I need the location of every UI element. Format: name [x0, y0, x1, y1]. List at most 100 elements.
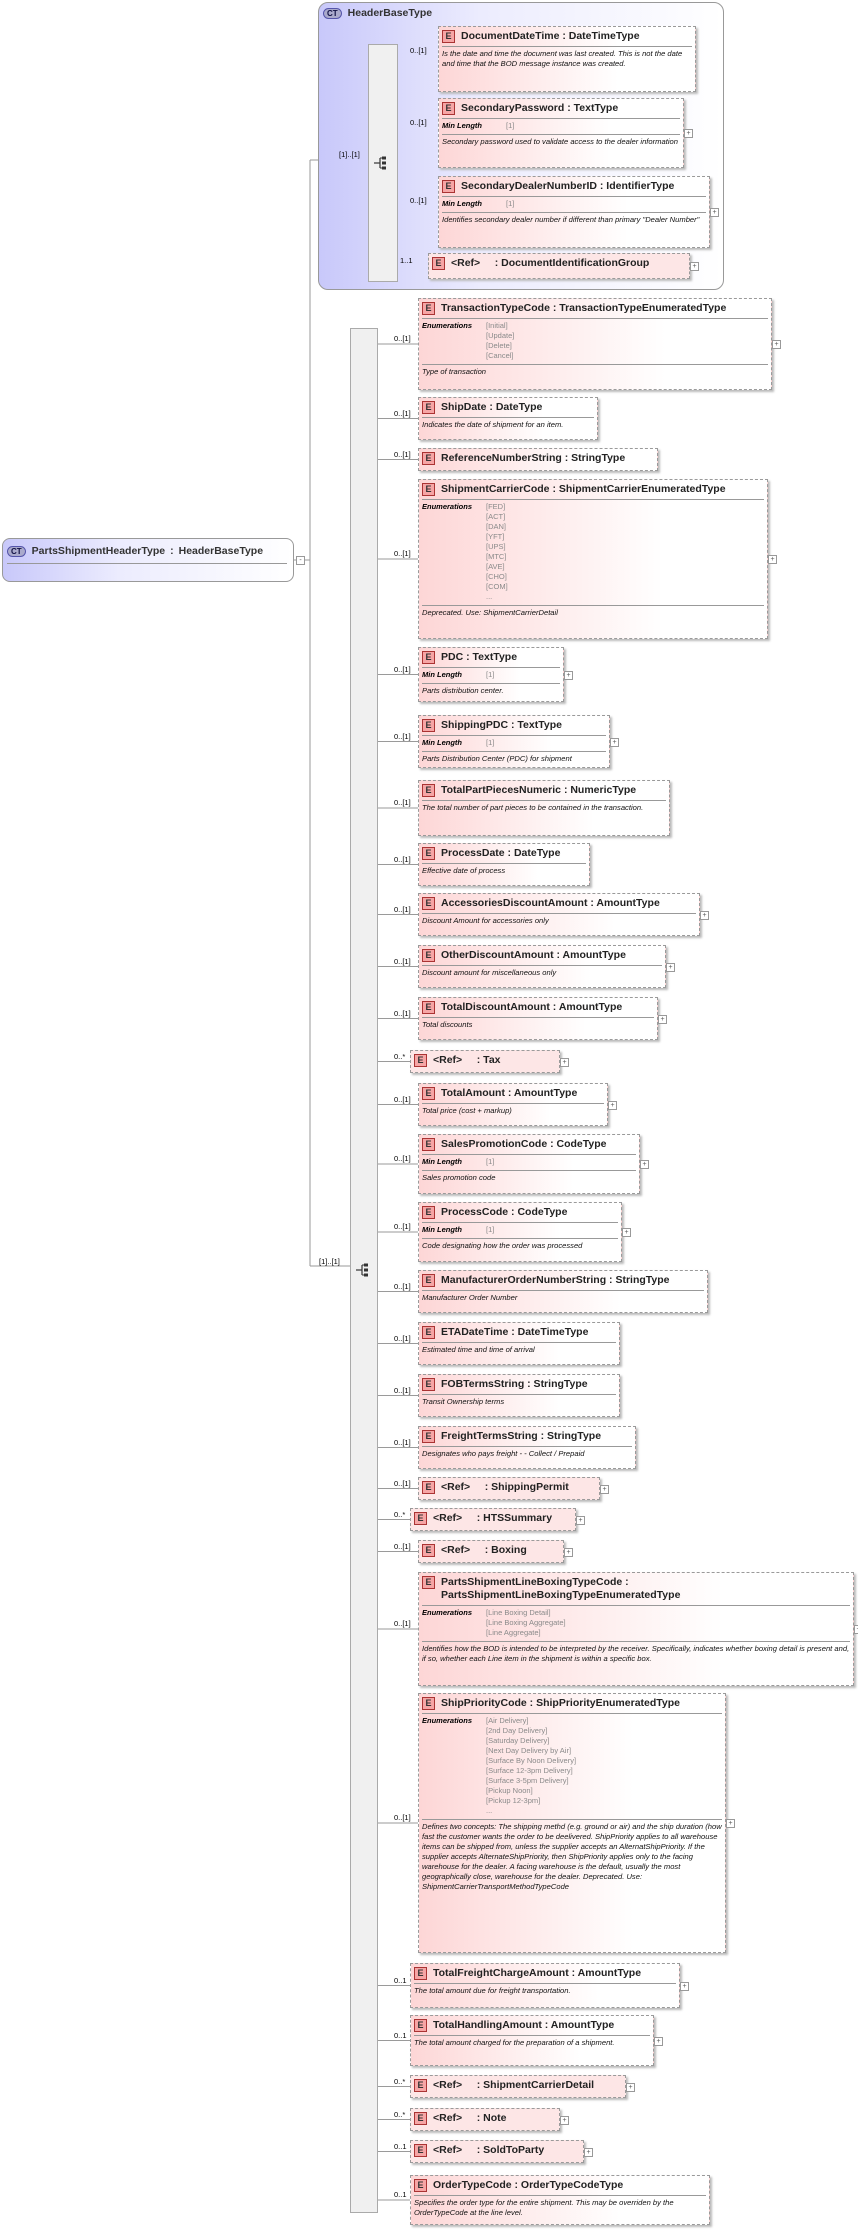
expand-icon[interactable]: + — [610, 737, 619, 747]
ref-element[interactable]: E<Ref> : HTSSummary+ — [410, 1508, 585, 1531]
expand-icon[interactable]: + — [564, 670, 573, 680]
expand-icon[interactable]: + — [608, 1100, 617, 1110]
element-documentation: Specifies the order type for the entire … — [414, 2198, 674, 2217]
element-icon: E — [422, 1576, 435, 1589]
element-documentation: The total amount due for freight transpo… — [414, 1986, 571, 1995]
element-documentation: Code designating how the order was proce… — [422, 1241, 583, 1250]
expand-icon[interactable]: + — [576, 1515, 585, 1525]
divider — [422, 417, 594, 418]
divider — [422, 1342, 616, 1343]
ref-element[interactable]: E<Ref> : ShipmentCarrierDetail + — [410, 2075, 635, 2098]
element-icon: E — [432, 257, 445, 270]
ref-element[interactable]: E<Ref> : SoldToParty+ — [410, 2140, 593, 2163]
expand-icon[interactable]: + — [666, 962, 675, 972]
element-name: FOBTermsString : StringType — [441, 1378, 588, 1390]
expand-icon[interactable]: - — [296, 556, 305, 565]
expand-icon[interactable]: + — [768, 555, 777, 564]
divider — [442, 46, 692, 47]
element-icon: E — [422, 897, 435, 910]
expand-icon[interactable]: + — [564, 1547, 573, 1557]
facet-values: [1] — [506, 121, 514, 131]
expand-icon[interactable]: + — [622, 1228, 631, 1237]
expand-icon[interactable]: + — [772, 340, 781, 349]
ref-element[interactable]: E<Ref> : ShippingPermit+ — [418, 1477, 609, 1500]
element-icon: E — [422, 1206, 435, 1219]
element-name: ETADateTime : DateTimeType — [441, 1326, 589, 1338]
ref-element[interactable]: E<Ref> : Tax+ — [410, 1050, 569, 1073]
divider — [422, 667, 560, 668]
expand-icon[interactable]: + — [640, 1160, 649, 1169]
facet-value: [Surface 12-3pm Delivery] — [486, 1766, 573, 1775]
cardinality-label: 0..[1] — [394, 1813, 411, 1822]
divider — [422, 1446, 632, 1447]
facet-label: Min Length — [442, 199, 482, 208]
expand-icon[interactable]: + — [584, 2147, 593, 2157]
expand-icon[interactable]: + — [654, 2036, 663, 2046]
expand-icon[interactable]: + — [726, 1819, 735, 1828]
facet-row: Min Length[1] — [442, 199, 706, 209]
facet-value: [AVE] — [486, 562, 505, 571]
facet-value: [Surface By Noon Delivery] — [486, 1756, 577, 1765]
ref-element[interactable]: E<Ref> : Note+ — [410, 2108, 569, 2131]
expand-icon[interactable]: + — [658, 1014, 667, 1024]
expand-icon[interactable]: + — [710, 208, 719, 217]
element-name: TransactionTypeCode : TransactionTypeEnu… — [441, 302, 727, 314]
facet-values: [Air Delivery][2nd Day Delivery][Saturda… — [486, 1716, 576, 1816]
element-header: E<Ref> : ShipmentCarrierDetail — [414, 2079, 622, 2092]
cardinality-label: 0..1 — [394, 1975, 407, 1985]
expand-icon[interactable]: + — [600, 1484, 609, 1494]
element-name: TotalDiscountAmount : AmountType — [441, 1001, 623, 1013]
expand-icon[interactable]: + — [680, 1981, 689, 1991]
root-type-box[interactable]: CT PartsShipmentHeaderType : HeaderBaseT… — [2, 538, 305, 582]
facet-value: [Saturday Delivery] — [486, 1736, 550, 1745]
ref-element[interactable]: E<Ref> : DocumentIdentificationGroup+ — [428, 253, 699, 279]
element-name: OtherDiscountAmount : AmountType — [441, 949, 626, 961]
expand-icon[interactable]: + — [700, 910, 709, 920]
expand-icon[interactable]: + — [560, 1057, 569, 1067]
expand-icon[interactable]: + — [854, 1625, 858, 1634]
expand-icon[interactable]: + — [690, 262, 699, 271]
divider — [422, 605, 764, 606]
facet-label: Min Length — [422, 738, 462, 747]
ref-element[interactable]: E<Ref> : Boxing+ — [418, 1540, 573, 1563]
element-icon: E — [422, 1430, 435, 1443]
expand-icon[interactable]: + — [560, 2115, 569, 2125]
expand-icon[interactable]: + — [684, 129, 693, 138]
cardinality-label: 0..[1] — [394, 408, 411, 418]
expand-icon[interactable]: + — [626, 2082, 635, 2092]
